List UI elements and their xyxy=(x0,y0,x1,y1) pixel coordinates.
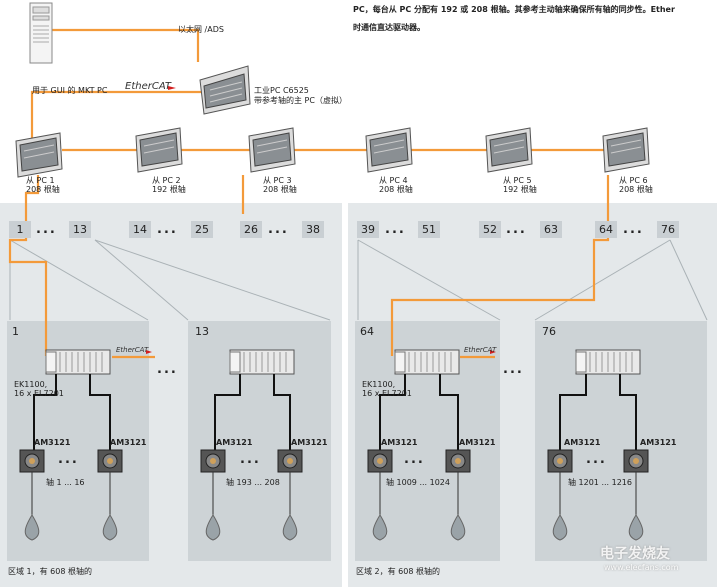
fanout-lines xyxy=(9,239,708,321)
gui-link-label: 用于 GUI 的 MKT PC xyxy=(32,86,108,95)
master-pc-label-1: 工业PC C6525 xyxy=(254,86,309,95)
zone-1-caption: 区域 1，有 608 根轴的 xyxy=(8,567,92,576)
segment-number: 51 xyxy=(418,221,440,238)
top-description-line2: 时通信直达驱动器。 xyxy=(353,23,425,32)
ethernet-ads-label: 以太网 /ADS xyxy=(178,25,224,34)
drive-label: AM3121 xyxy=(459,438,496,447)
panel-64-number: 64 xyxy=(360,325,374,338)
ellipsis: ... xyxy=(385,222,406,237)
slave-pc-devices xyxy=(15,127,650,178)
drive-label: AM3121 xyxy=(640,438,677,447)
ek1100-label-4: 16 x EL7201 xyxy=(362,389,412,398)
slave-pc-1-axes: 208 根轴 xyxy=(26,185,60,194)
segment-number: 1 xyxy=(9,221,31,238)
axis-range-76: 轴 1201 ... 1216 xyxy=(568,478,632,487)
slave-pc-4-axes: 208 根轴 xyxy=(379,185,413,194)
servo-motors xyxy=(19,449,649,473)
slave-pc-5-axes: 192 根轴 xyxy=(503,185,537,194)
panel-76-number: 76 xyxy=(542,325,556,338)
ethercat-logo-panel-1: EtherCAT xyxy=(116,346,149,354)
watermark-title: 电子发烧友 xyxy=(600,546,670,562)
segment-number: 26 xyxy=(240,221,262,238)
segment-number: 13 xyxy=(69,221,91,238)
ek1100-label-1: EK1100, xyxy=(14,380,48,389)
ellipsis: ... xyxy=(36,222,57,237)
drive-label: AM3121 xyxy=(216,438,253,447)
segment-number: 38 xyxy=(302,221,324,238)
master-pc-device-icon xyxy=(199,65,251,115)
slave-pc-6-axes: 208 根轴 xyxy=(619,185,653,194)
ellipsis: ... xyxy=(157,362,178,377)
ellipsis: ... xyxy=(240,452,261,467)
watermark-url: www.elecfans.com xyxy=(604,563,679,572)
slave-pc-4-name: 从 PC 4 xyxy=(379,176,408,185)
load-drops xyxy=(24,514,644,541)
slave-pc-6-name: 从 PC 6 xyxy=(619,176,648,185)
master-pc-label-2: 带参考轴的主 PC（虚拟） xyxy=(254,96,347,105)
panel-1-number: 1 xyxy=(12,325,19,338)
ellipsis: ... xyxy=(503,362,524,377)
load-wires xyxy=(31,472,637,515)
ellipsis: ... xyxy=(623,222,644,237)
ellipsis: ... xyxy=(404,452,425,467)
segment-number: 39 xyxy=(357,221,379,238)
drive-label: AM3121 xyxy=(34,438,71,447)
slave-pc-2-name: 从 PC 2 xyxy=(152,176,181,185)
slave-pc-5-name: 从 PC 5 xyxy=(503,176,532,185)
ek1100-terminal-strips xyxy=(45,349,641,375)
segment-number: 76 xyxy=(657,221,679,238)
panel-13-number: 13 xyxy=(195,325,209,338)
drive-cables xyxy=(33,374,637,450)
slave-pc-1-name: 从 PC 1 xyxy=(26,176,55,185)
drive-label: AM3121 xyxy=(381,438,418,447)
ethercat-logo: EtherCAT xyxy=(125,81,172,92)
zone-2-caption: 区域 2，有 608 根轴的 xyxy=(356,567,440,576)
axis-range-64: 轴 1009 ... 1024 xyxy=(386,478,450,487)
drive-label: AM3121 xyxy=(110,438,147,447)
segment-number: 52 xyxy=(479,221,501,238)
server-tower-icon xyxy=(29,2,53,64)
ethercat-arrows xyxy=(146,86,496,354)
drive-label: AM3121 xyxy=(291,438,328,447)
ellipsis: ... xyxy=(506,222,527,237)
ethercat-logo-panel-64: EtherCAT xyxy=(464,346,497,354)
axis-range-1: 轴 1 ... 16 xyxy=(46,478,85,487)
ellipsis: ... xyxy=(268,222,289,237)
ellipsis: ... xyxy=(157,222,178,237)
ek1100-label-2: 16 x EL7201 xyxy=(14,389,64,398)
ellipsis: ... xyxy=(58,452,79,467)
axis-range-13: 轴 193 ... 208 xyxy=(226,478,280,487)
segment-number: 63 xyxy=(540,221,562,238)
slave-pc-2-axes: 192 根轴 xyxy=(152,185,186,194)
segment-number: 14 xyxy=(129,221,151,238)
ek1100-label-3: EK1100, xyxy=(362,380,396,389)
top-description-line1: PC，每台从 PC 分配有 192 或 208 根轴。其参考主动轴来确保所有轴的… xyxy=(353,5,675,14)
segment-number: 25 xyxy=(191,221,213,238)
segment-number: 64 xyxy=(595,221,617,238)
slave-pc-3-axes: 208 根轴 xyxy=(263,185,297,194)
slave-pc-3-name: 从 PC 3 xyxy=(263,176,292,185)
drive-label: AM3121 xyxy=(564,438,601,447)
ellipsis: ... xyxy=(586,452,607,467)
